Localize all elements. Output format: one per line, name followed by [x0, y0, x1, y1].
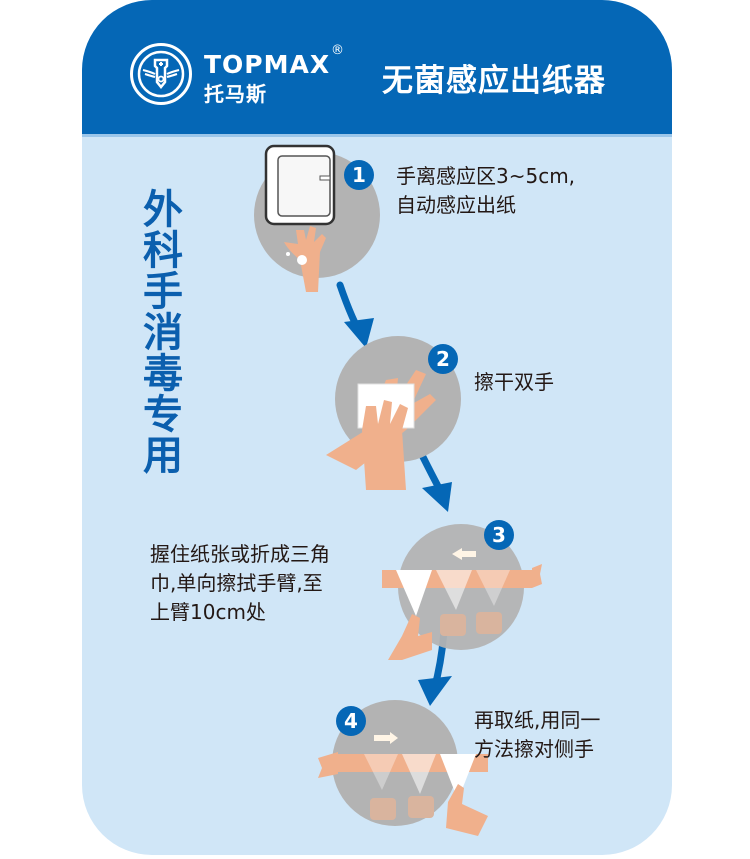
- step-2-badge: 2: [428, 344, 458, 374]
- header-banner: TOPMAX ® 托马斯 无菌感应出纸器: [82, 0, 672, 136]
- side-label-char: 毒: [143, 351, 183, 397]
- step-2-text: 擦干双手: [474, 368, 554, 397]
- brand-name-en: TOPMAX: [204, 50, 331, 79]
- wipe-arm-left-icon: [382, 548, 542, 660]
- header-divider: [82, 134, 672, 137]
- hand-under-dispenser-icon: [264, 144, 336, 292]
- step-3-line: 巾,单向擦拭手臂,至: [150, 571, 323, 595]
- side-label-char: 科: [143, 228, 183, 274]
- side-label-char: 手: [143, 269, 183, 315]
- step-3-line: 握住纸张或折成三角: [150, 542, 330, 566]
- hands-with-paper-towel-icon: [326, 370, 436, 490]
- topmax-logo-icon: [130, 43, 192, 105]
- wipe-arm-right-icon: [318, 732, 488, 836]
- step-4-text: 再取纸,用同一 方法擦对侧手: [474, 706, 600, 764]
- step-4-badge: 4: [336, 706, 366, 736]
- brand-name-cn: 托马斯: [204, 82, 267, 106]
- step-3-line: 上臂10cm处: [150, 600, 266, 624]
- flow-arrow-icon: [336, 281, 452, 706]
- step-1-text: 手离感应区3~5cm, 自动感应出纸: [396, 162, 575, 220]
- step-3-badge: 3: [484, 520, 514, 550]
- side-label-char: 消: [143, 310, 183, 356]
- registered-mark: ®: [331, 43, 344, 58]
- step-1-line: 手离感应区3~5cm,: [396, 164, 576, 188]
- side-label-char: 专: [143, 392, 183, 438]
- step-1-badge: 1: [344, 160, 374, 190]
- instruction-card: TOPMAX ® 托马斯 无菌感应出纸器 外 科 手 消 毒 专 用: [82, 0, 672, 855]
- page-title: 无菌感应出纸器: [382, 63, 606, 99]
- side-label-char: 外: [143, 187, 183, 233]
- step-4-line: 方法擦对侧手: [474, 737, 594, 761]
- step-1-line: 自动感应出纸: [396, 193, 516, 217]
- step-4-line: 再取纸,用同一: [474, 708, 601, 732]
- side-label: 外 科 手 消 毒 专 用: [138, 190, 188, 477]
- step-2-line: 擦干双手: [474, 370, 554, 394]
- step-3-text: 握住纸张或折成三角 巾,单向擦拭手臂,至 上臂10cm处: [150, 540, 330, 627]
- side-label-char: 用: [143, 433, 183, 479]
